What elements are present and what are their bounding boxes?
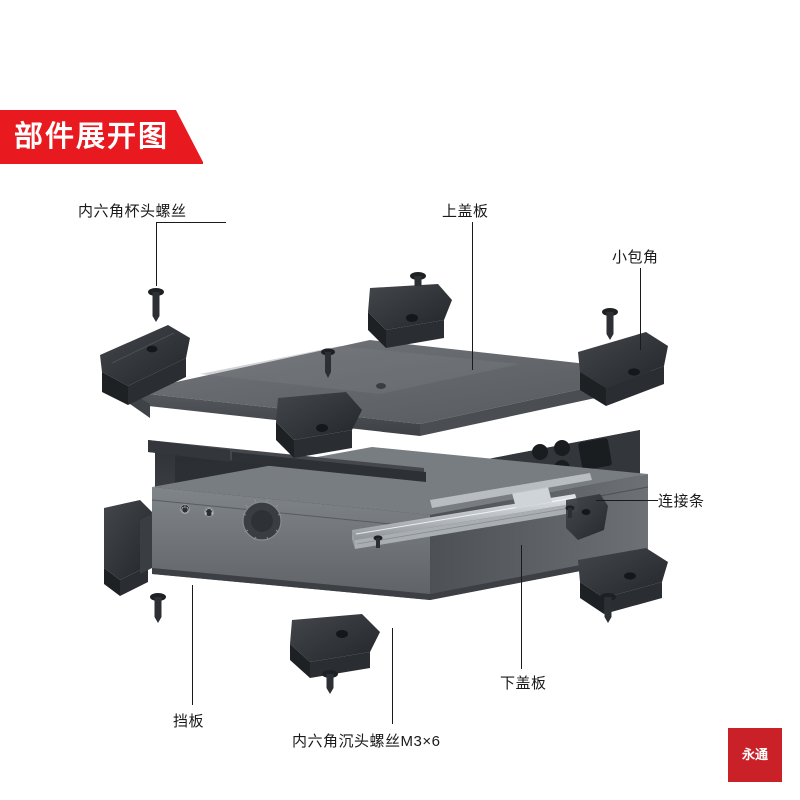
leader-top-cover-v [472, 222, 473, 370]
front-panel-controls [180, 498, 282, 541]
title-banner: 部件展开图 [0, 110, 205, 164]
label-hex-cup-screw: 内六角杯头螺丝 [78, 203, 187, 220]
corner-bracket-mid-left [276, 392, 362, 458]
corner-bracket-top-middle [368, 284, 452, 348]
bottom-cover-plate [151, 447, 649, 600]
leader-hex-flat-screw-v [392, 628, 393, 724]
screws-group [148, 272, 618, 694]
label-hex-flat-screw: 内六角沉头螺丝M3×6 [292, 733, 441, 750]
label-small-corner: 小包角 [612, 249, 659, 266]
screw-top-right [602, 308, 618, 340]
leader-bottom-cover-v [521, 545, 522, 669]
connecting-bar-part [352, 487, 578, 549]
leader-small-corner-v [640, 268, 641, 350]
label-connecting-bar: 连接条 [658, 493, 705, 510]
page-title: 部件展开图 [14, 120, 170, 153]
connecting-bar-part-upper [430, 473, 592, 508]
label-baffle-plate: 挡板 [173, 713, 205, 730]
screw-bottom-left [150, 593, 166, 623]
screw-top-left [148, 288, 164, 322]
leader-hex-cup-screw-v [156, 222, 157, 286]
screw-top-middle [410, 272, 426, 286]
label-bottom-cover: 下盖板 [500, 675, 547, 692]
baffle-plate-part [140, 514, 152, 574]
brand-watermark: 永通 [728, 728, 782, 782]
screw-bottom-right [600, 593, 616, 623]
corner-bracket-bottom-right [578, 548, 668, 614]
screw-mid-upper [321, 348, 335, 378]
label-top-cover: 上盖板 [442, 203, 489, 220]
leader-hex-cup-screw-h [156, 222, 226, 223]
corner-bracket-bottom-middle [290, 614, 380, 678]
corner-bracket-top-left [100, 325, 190, 405]
screw-bottom-middle [322, 670, 338, 694]
corner-bracket-top-right [578, 332, 668, 406]
leader-baffle-v [192, 585, 193, 705]
leader-connecting-bar-h [596, 500, 658, 501]
screw-rail-right [565, 505, 575, 518]
corner-bracket-right-body [566, 494, 608, 540]
screw-rail-left [373, 535, 383, 548]
chassis-top-frame [148, 440, 426, 482]
